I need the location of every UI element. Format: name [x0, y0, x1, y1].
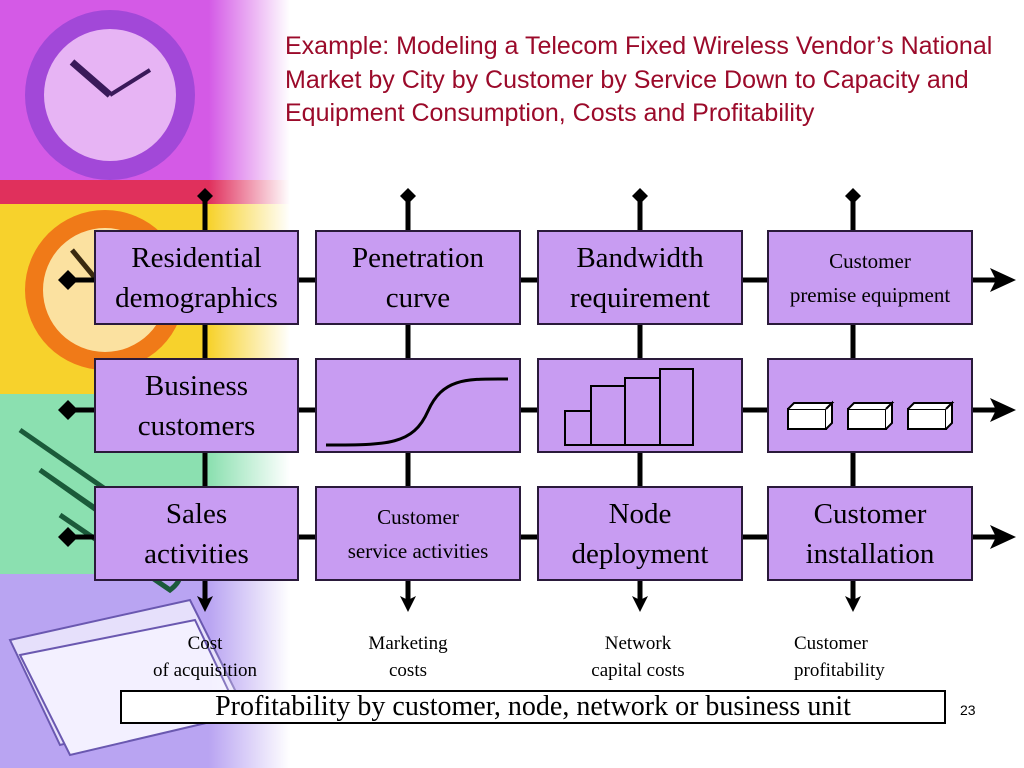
arrow-right-1: [990, 268, 1016, 292]
arrow-right-2: [990, 398, 1016, 422]
arrow-down-2: [400, 596, 416, 612]
arrow-down-1: [197, 596, 213, 612]
diamond-left-1: [58, 270, 78, 290]
page-number: 23: [960, 702, 976, 718]
box-node-deployment: Node deployment: [537, 486, 743, 581]
output-customer-profitability: Customer profitability: [772, 630, 932, 684]
arrow-down-3: [632, 596, 648, 612]
label-line-2: costs: [389, 660, 427, 681]
box-line-2: requirement: [569, 281, 711, 314]
box-line-1: Residential: [131, 241, 262, 274]
label-line-1: Marketing: [368, 633, 448, 654]
box-line-1: Penetration: [351, 241, 485, 274]
diamond-top-4: [845, 188, 861, 204]
box-sales-activities: Sales activities: [94, 486, 299, 581]
box-line-1: Customer: [377, 504, 459, 529]
label-line-2: capital costs: [591, 660, 685, 681]
profitability-summary-bar: Profitability by customer, node, network…: [120, 690, 946, 724]
box-line-1: Customer: [813, 497, 927, 530]
box-residential-demographics: Residential demographics: [94, 230, 299, 325]
box-line-2: installation: [805, 537, 935, 570]
box-line-2: curve: [385, 281, 451, 314]
box-bar-chart: [537, 358, 743, 453]
label-line-1: Network: [604, 633, 672, 654]
slide-title: Example: Modeling a Telecom Fixed Wirele…: [285, 32, 993, 127]
box-line-1: Bandwidth: [576, 241, 704, 274]
box-line-1: Business: [144, 369, 249, 402]
box-line-1: Customer: [829, 248, 911, 273]
box-line-2: premise equipment: [789, 282, 951, 307]
box-bandwidth-requirement: Bandwidth requirement: [537, 230, 743, 325]
arrow-right-3: [990, 525, 1016, 549]
box-customer-service-activities: Customer service activities: [315, 486, 521, 581]
box-s-curve: [315, 358, 521, 453]
diamond-left-2: [58, 400, 78, 420]
bar-chart-icon: [564, 367, 694, 446]
label-line-2: profitability: [794, 660, 885, 681]
box-line-2: customers: [137, 409, 256, 442]
box-business-customers: Business customers: [94, 358, 299, 453]
label-line-1: Customer: [794, 633, 868, 654]
box-line-2: activities: [144, 537, 249, 570]
equipment-boxes-icon: [787, 400, 955, 430]
box-line-1: Node: [608, 497, 672, 530]
box-customer-installation: Customer installation: [767, 486, 973, 581]
box-customer-premise-equipment: Customer premise equipment: [767, 230, 973, 325]
diamond-top-2: [400, 188, 416, 204]
box-line-2: deployment: [571, 537, 709, 570]
diamond-top-1: [197, 188, 213, 204]
diamond-left-3: [58, 527, 78, 547]
s-curve-icon: [325, 376, 509, 446]
box-line-2: demographics: [115, 281, 278, 314]
output-cost-of-acquisition: Cost of acquisition: [120, 630, 290, 684]
box-line-1: Sales: [165, 497, 228, 530]
arrow-down-4: [845, 596, 861, 612]
box-penetration-curve: Penetration curve: [315, 230, 521, 325]
output-marketing-costs: Marketing costs: [328, 630, 488, 684]
output-network-capital-costs: Network capital costs: [558, 630, 718, 684]
box-line-2: service activities: [347, 538, 489, 563]
box-equipment: [767, 358, 973, 453]
label-line-2: of acquisition: [153, 660, 257, 681]
diamond-top-3: [632, 188, 648, 204]
label-line-1: Cost: [187, 633, 223, 654]
